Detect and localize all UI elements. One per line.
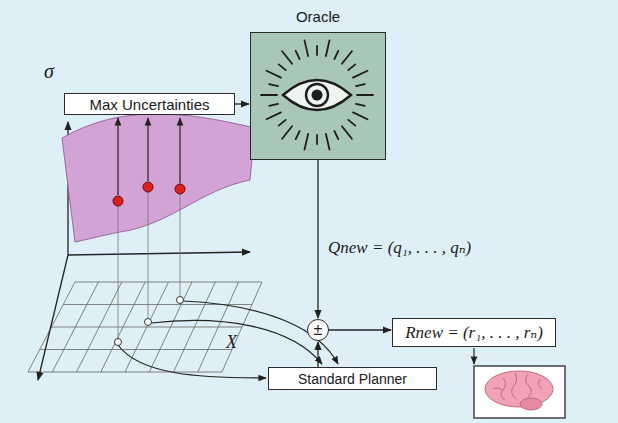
axis-label: X — [226, 332, 237, 353]
process-box: Max Uncertainties — [64, 93, 235, 115]
grid-points — [115, 297, 184, 346]
max-points — [113, 182, 185, 206]
axis-label: σ — [44, 60, 54, 83]
node-heading: Oracle — [250, 8, 386, 25]
node-label: ± — [314, 322, 323, 338]
node-label: Max Uncertainties — [89, 96, 209, 113]
oracle-box: Oracle — [250, 8, 386, 160]
edge-label: Qnew = (q₁, . . . , qₙ) — [328, 237, 471, 258]
flow-arrow — [329, 329, 391, 330]
uncertainty-surface — [62, 114, 255, 242]
sum-junction: ± — [307, 319, 329, 341]
flow-arrow — [317, 342, 318, 367]
projection-lines — [118, 192, 180, 339]
flow-arrow — [235, 103, 249, 104]
node-label: Rnew = (r₁, . . . , rₙ) — [405, 322, 543, 343]
input-grid — [28, 282, 262, 372]
node-label: Standard Planner — [298, 371, 407, 387]
eye-icon — [251, 33, 385, 159]
oracle-square — [250, 32, 386, 160]
result-box: Rnew = (r₁, . . . , rₙ) — [392, 318, 556, 347]
flow-arrow — [317, 160, 318, 318]
brain-icon — [474, 366, 565, 418]
brain-arrow — [473, 348, 474, 364]
process-box: Standard Planner — [268, 367, 437, 390]
uncertainty-arrows — [118, 118, 180, 195]
